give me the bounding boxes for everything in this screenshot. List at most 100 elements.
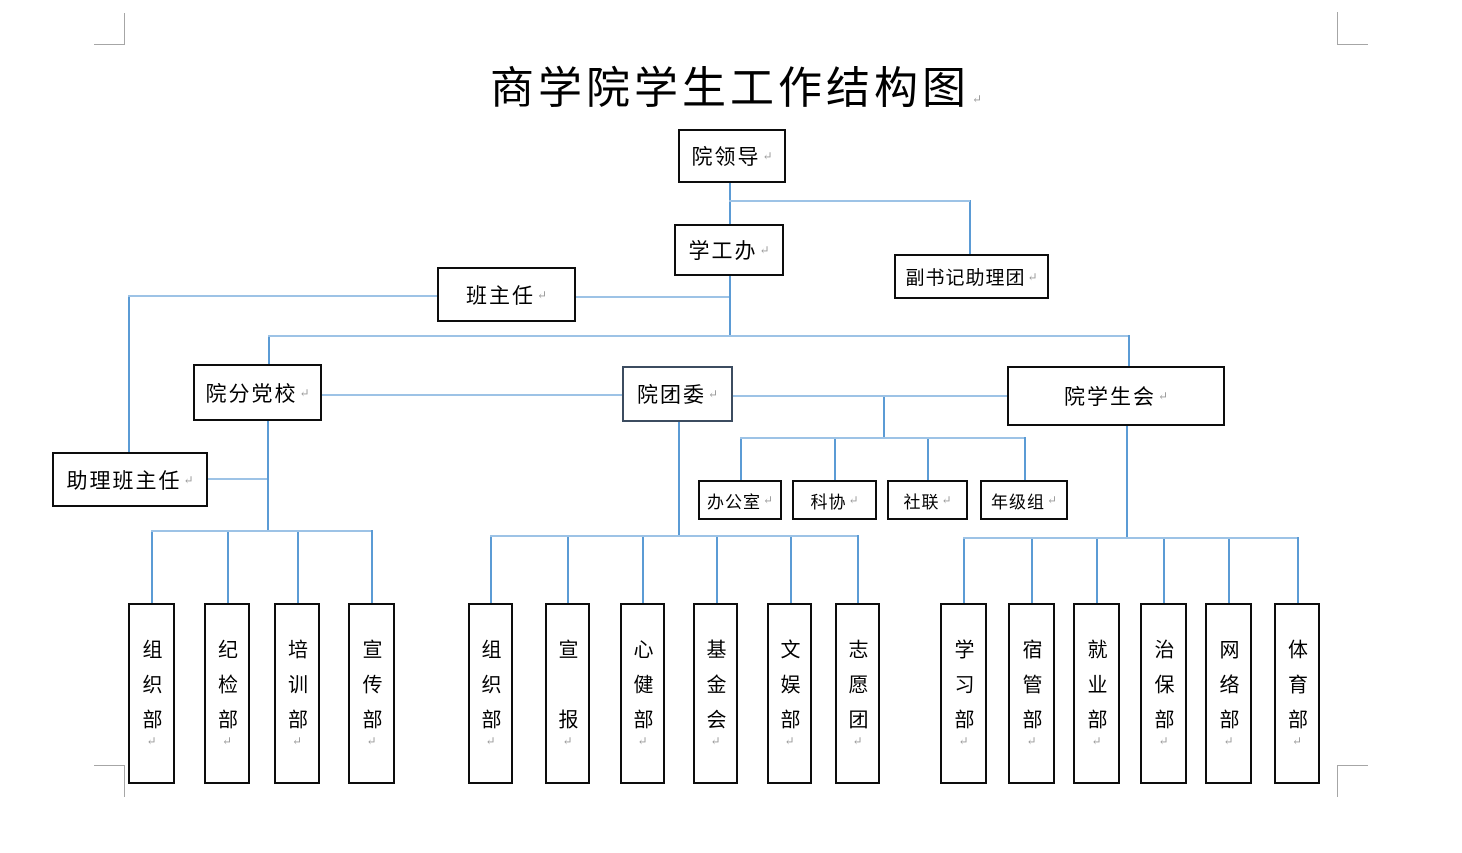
node-label: 体育部 xyxy=(1284,639,1309,744)
crop-mark-top-right xyxy=(1337,44,1368,45)
paragraph-mark: ↵ xyxy=(299,385,310,400)
node-deputy-secretary-assistants[interactable]: 副书记助理团↵ xyxy=(894,254,1049,299)
crop-mark-top-right xyxy=(1337,12,1338,44)
connector-line xyxy=(927,437,929,480)
connector-line xyxy=(151,530,371,532)
connector-line xyxy=(963,537,1297,539)
connector-line xyxy=(857,535,859,603)
node-label: 纪检部 xyxy=(214,639,239,744)
node-label: 科协 xyxy=(810,492,847,513)
node-league-dept[interactable]: 心健部↵ xyxy=(620,603,665,784)
node-union-dept[interactable]: 就业部↵ xyxy=(1073,603,1120,784)
node-party-dept[interactable]: 组织部↵ xyxy=(128,603,175,784)
connector-line xyxy=(1228,537,1230,603)
connector-line xyxy=(1031,537,1033,603)
connector-line xyxy=(151,530,153,603)
paragraph-mark: ↵ xyxy=(941,493,952,507)
node-student-union[interactable]: 院学生会↵ xyxy=(1007,366,1225,426)
node-label: 院分党校 xyxy=(205,381,298,406)
paragraph-mark: ↵ xyxy=(782,734,797,748)
connector-line xyxy=(963,537,965,603)
node-party-dept[interactable]: 纪检部↵ xyxy=(204,603,250,784)
crop-mark-top-left xyxy=(124,13,125,44)
connector-line xyxy=(1163,537,1165,603)
paragraph-mark: ↵ xyxy=(762,493,774,507)
connector-line xyxy=(322,394,622,396)
paragraph-mark: ↵ xyxy=(1089,734,1104,748)
node-label: 就业部 xyxy=(1084,639,1108,744)
node-youth-league[interactable]: 院团委↵ xyxy=(622,366,733,422)
node-grade-group[interactable]: 年级组↵ xyxy=(980,480,1068,520)
node-label: 学习部 xyxy=(951,639,975,744)
paragraph-mark: ↵ xyxy=(762,149,773,163)
node-league-dept[interactable]: 文娱部↵ xyxy=(767,603,812,784)
connector-line xyxy=(208,478,267,480)
node-label: 办公室 xyxy=(706,492,761,513)
node-label: 宣 报 xyxy=(555,639,579,744)
paragraph-mark: ↵ xyxy=(848,493,859,507)
connector-line xyxy=(297,530,299,603)
node-party-dept[interactable]: 宣传部↵ xyxy=(348,603,395,784)
node-label: 院团委 xyxy=(636,383,706,407)
connector-line xyxy=(733,395,1007,397)
paragraph-mark: ↵ xyxy=(708,734,723,748)
node-label: 社联 xyxy=(903,492,940,513)
node-label: 宣传部 xyxy=(359,639,383,744)
connector-line xyxy=(740,437,1024,439)
node-label: 班主任 xyxy=(465,283,535,308)
node-office[interactable]: 办公室↵ xyxy=(698,480,782,520)
connector-line xyxy=(227,530,229,603)
connector-line xyxy=(267,421,269,530)
node-union-dept[interactable]: 网络部↵ xyxy=(1205,603,1252,784)
node-dean[interactable]: 院领导↵ xyxy=(678,129,786,183)
node-assistant-class-teacher[interactable]: 助理班主任↵ xyxy=(52,452,208,507)
connector-line xyxy=(1096,537,1098,603)
node-union-dept[interactable]: 宿管部↵ xyxy=(1008,603,1055,784)
connector-line xyxy=(490,535,492,603)
node-label: 院学生会 xyxy=(1063,385,1156,409)
paragraph-mark: ↵ xyxy=(635,734,650,748)
crop-mark-bottom-right xyxy=(1337,765,1338,797)
paragraph-mark: ↵ xyxy=(1046,493,1058,507)
node-party-dept[interactable]: 培训部↵ xyxy=(274,603,320,784)
paragraph-mark: ↵ xyxy=(707,387,719,401)
connector-line xyxy=(1024,437,1026,480)
connector-line xyxy=(729,183,731,224)
node-league-dept[interactable]: 宣 报↵ xyxy=(545,603,590,784)
crop-mark-top-left xyxy=(94,44,125,45)
node-label: 学工办 xyxy=(688,239,758,263)
connector-line xyxy=(1297,537,1299,603)
paragraph-mark: ↵ xyxy=(364,734,379,748)
crop-mark-bottom-left xyxy=(94,765,125,766)
node-society-federation[interactable]: 社联↵ xyxy=(887,480,968,520)
connector-line xyxy=(678,422,680,535)
paragraph-mark: ↵ xyxy=(483,734,498,748)
paragraph-mark: ↵ xyxy=(144,734,159,748)
node-league-dept[interactable]: 志愿团↵ xyxy=(835,603,880,784)
paragraph-mark: ↵ xyxy=(290,734,304,748)
paragraph-mark: ↵ xyxy=(1157,389,1169,403)
node-union-dept[interactable]: 学习部↵ xyxy=(940,603,987,784)
node-label: 心健部 xyxy=(630,639,654,744)
node-label: 宿管部 xyxy=(1019,639,1043,744)
connector-line xyxy=(1126,426,1128,537)
node-league-dept[interactable]: 基金会↵ xyxy=(693,603,738,784)
node-label: 培训部 xyxy=(284,639,309,744)
node-union-dept[interactable]: 体育部↵ xyxy=(1274,603,1320,784)
node-science-assoc[interactable]: 科协↵ xyxy=(792,480,877,520)
paragraph-mark: ↵ xyxy=(1024,734,1039,748)
node-label: 志愿团 xyxy=(845,639,869,744)
node-label: 助理班主任 xyxy=(66,468,182,493)
connector-line xyxy=(834,437,836,480)
node-label: 副书记助理团 xyxy=(905,267,1026,289)
node-class-teacher[interactable]: 班主任↵ xyxy=(437,267,576,322)
paragraph-mark: ↵ xyxy=(183,472,194,487)
node-label: 基金会 xyxy=(703,639,727,744)
node-label: 组织部 xyxy=(478,639,502,744)
node-student-affairs-office[interactable]: 学工办↵ xyxy=(674,224,784,276)
node-league-dept[interactable]: 组织部↵ xyxy=(468,603,513,784)
node-union-dept[interactable]: 治保部↵ xyxy=(1140,603,1187,784)
node-party-school[interactable]: 院分党校↵ xyxy=(193,364,322,421)
crop-mark-bottom-right xyxy=(1337,765,1368,766)
connector-line xyxy=(729,276,731,335)
